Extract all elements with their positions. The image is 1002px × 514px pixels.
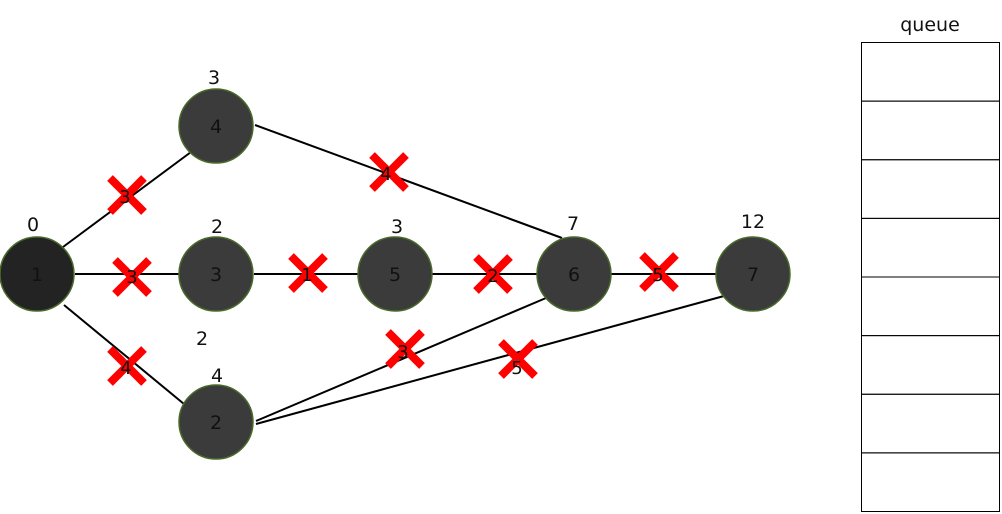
node-4-label: 4 — [210, 116, 222, 138]
edge-4-6 — [254, 124, 563, 239]
edge-1-2 — [63, 304, 185, 405]
cross-mark-e5-6 — [473, 254, 513, 294]
node-3-label: 3 — [210, 264, 222, 286]
node-6: 6 — [536, 236, 612, 312]
node-1-label: 1 — [31, 264, 43, 286]
edge-weight-e1-2: 4 — [120, 358, 131, 379]
dist-label-node-1: 0 — [27, 214, 39, 236]
cross-marks — [107, 152, 679, 386]
node-3: 3 — [178, 236, 254, 312]
edge-2-6 — [255, 297, 547, 422]
dist-label-node-2: 4 — [211, 365, 223, 387]
queue-slot — [861, 159, 1000, 219]
distance-labels: 0 3 2 3 7 12 4 2 — [27, 67, 765, 387]
node-6-label: 6 — [568, 264, 580, 286]
cross-mark-e3-5 — [288, 253, 328, 293]
cross-mark-e2-7 — [498, 339, 538, 379]
cross-mark-e6-7 — [639, 252, 679, 292]
node-7-label: 7 — [747, 264, 759, 286]
edge-weight-e5-6: 2 — [487, 266, 498, 287]
queue-slot — [861, 217, 1000, 278]
queue-slots — [861, 42, 1000, 512]
edge-weight-e1-3: 3 — [126, 267, 137, 288]
queue-slot — [861, 42, 1000, 102]
edge-weight-e4-6: 4 — [380, 164, 391, 185]
dist-label-node-4: 3 — [208, 67, 220, 89]
dist-label-node-3: 2 — [211, 216, 223, 238]
dist-label-node-7: 12 — [741, 211, 765, 233]
dist-label-node-6: 7 — [567, 213, 579, 235]
stray-label: 2 — [196, 328, 208, 350]
node-5: 5 — [357, 236, 433, 312]
edge-weight-e1-4: 3 — [119, 187, 130, 208]
queue-slot — [861, 393, 1000, 454]
cross-mark-e1-4 — [107, 175, 147, 215]
node-5-label: 5 — [389, 264, 401, 286]
edge-weight-e6-7: 5 — [652, 265, 663, 286]
queue-slot — [861, 276, 1000, 337]
cross-mark-e4-6 — [369, 152, 409, 192]
dist-label-node-5: 3 — [391, 216, 403, 238]
cross-mark-e1-2 — [107, 346, 147, 386]
node-2-label: 2 — [210, 412, 222, 434]
node-4: 4 — [178, 88, 254, 164]
node-7: 7 — [715, 236, 791, 312]
cross-mark-e1-3 — [112, 257, 152, 297]
edge-weight-e2-7: 5 — [511, 358, 522, 379]
queue: queue — [861, 14, 1000, 512]
edge-weight-e3-5: 1 — [301, 265, 312, 286]
node-2: 2 — [178, 384, 254, 460]
node-1: 1 — [0, 236, 75, 312]
edge-weight-e2-6: 3 — [397, 342, 408, 363]
nodes: 1 4 3 5 6 7 2 — [0, 88, 791, 460]
queue-slot — [861, 335, 1000, 395]
queue-slot — [861, 452, 1000, 512]
queue-slot — [861, 100, 1000, 161]
edge-2-7 — [255, 295, 725, 425]
edge-weights: 3 3 4 4 1 2 5 3 5 — [119, 164, 663, 379]
queue-title: queue — [900, 14, 960, 36]
cross-mark-e2-6 — [385, 329, 425, 369]
